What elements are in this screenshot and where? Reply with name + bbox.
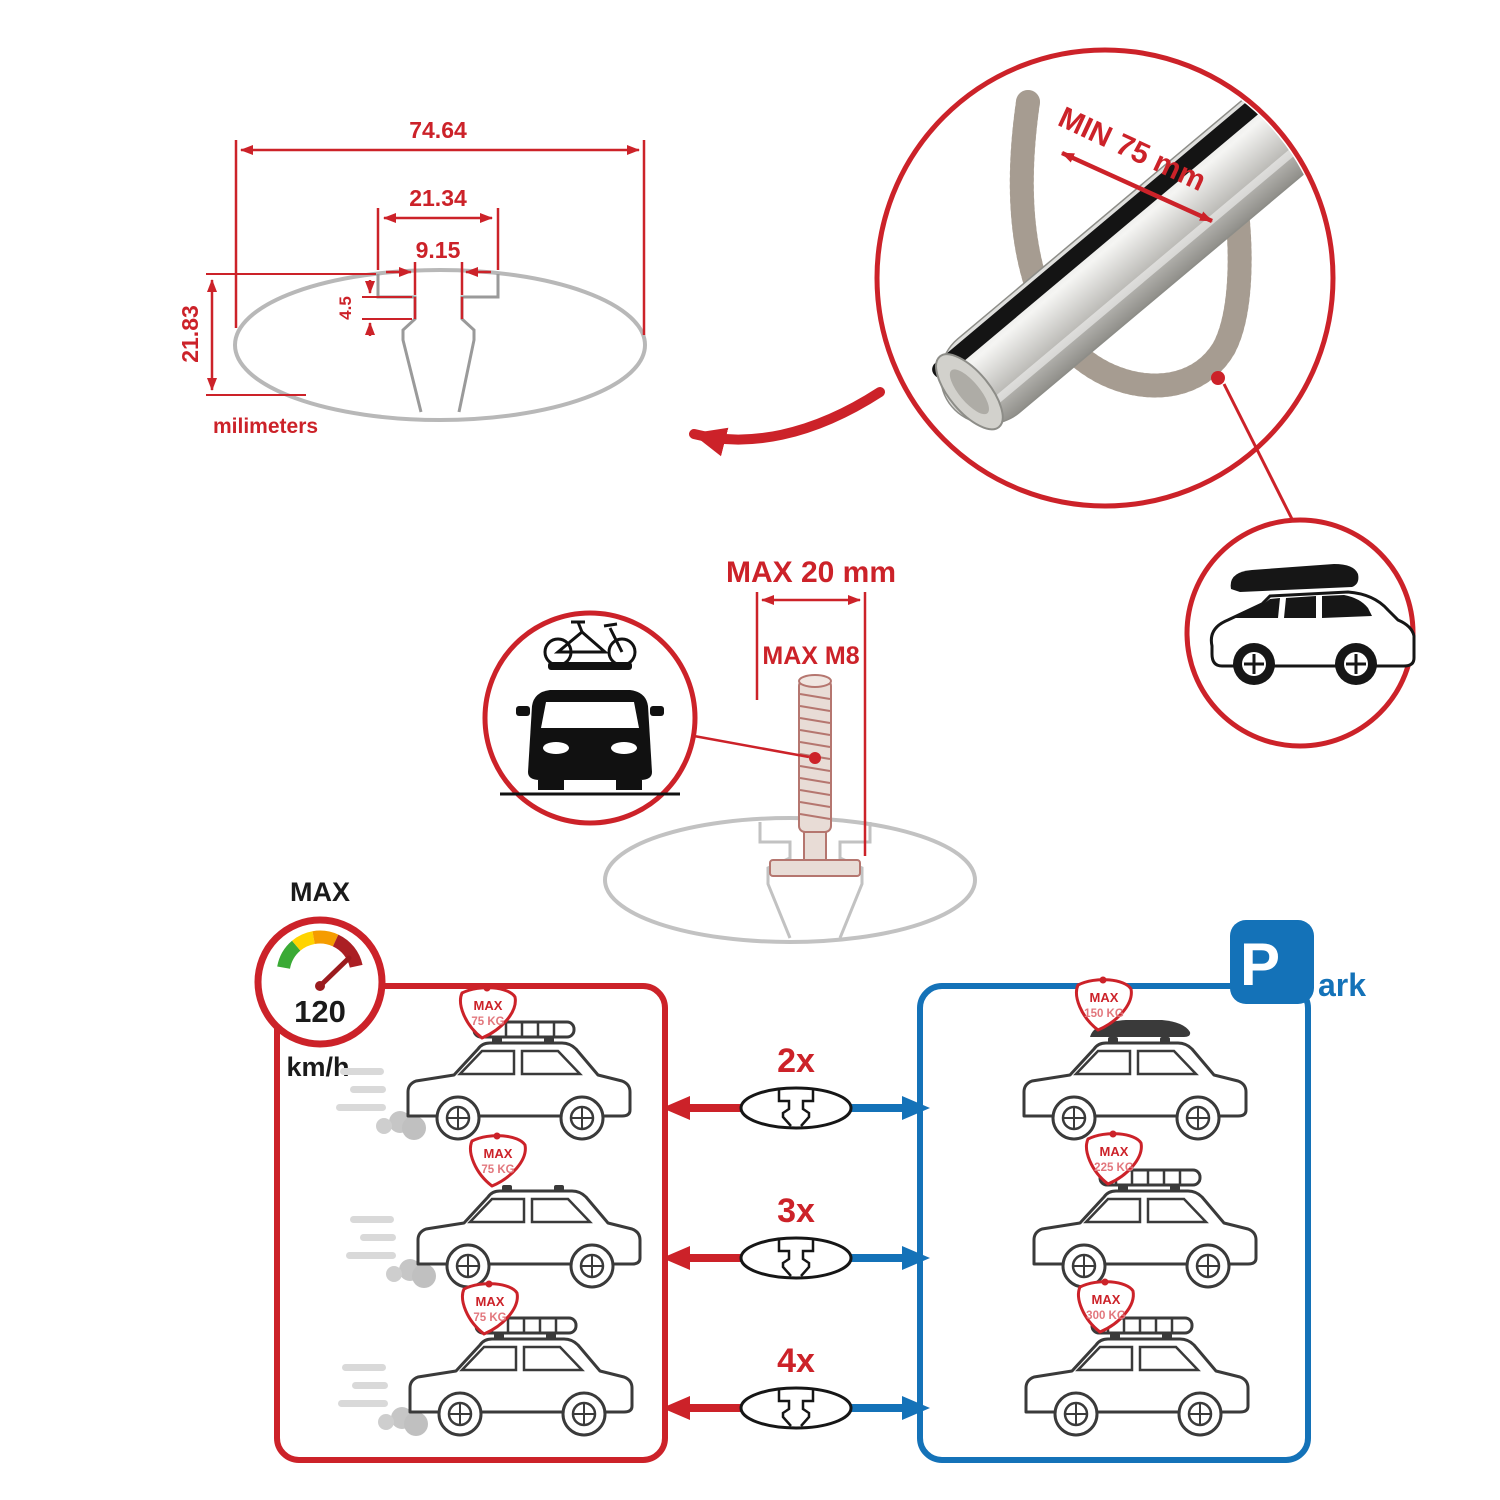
dim-total-height: 21.83 [177,305,203,363]
svg-text:MAX: MAX [484,1146,513,1161]
clamp-strap-texture [1009,90,1252,398]
speed-gauge: MAX 120 km/h [254,877,386,1082]
suv-roofbox-bubble [1184,517,1416,749]
quantity-row-3: 4x [662,1342,930,1430]
cross-section-drawing: 74.64 21.34 9.15 4.5 21.83 milimeters [177,117,647,438]
roofbox-icon [1230,564,1359,592]
pointer-arrow-icon [689,387,885,457]
quantity-row-1: 2x [662,1042,930,1130]
dim-channel-width: 21.34 [409,185,467,211]
gauge-value: 120 [294,994,346,1029]
svg-text:75 KG: 75 KG [471,1016,504,1028]
min-span-arrow-icon [1061,150,1213,224]
dim-total-width: 74.64 [409,117,467,143]
bolt-t-head [769,859,861,877]
weight-flag-driving-3: MAX 75 KG [461,1279,519,1336]
parking-sign: P ark [1230,920,1378,1004]
crossbar-render-bubble: MIN 75 mm [874,47,1336,509]
max-thread-label: MAX M8 [762,642,859,670]
crossbar-profile-icon [739,1236,853,1280]
parking-sign-suffix: ark [1318,967,1366,1003]
gauge-needle [317,955,352,989]
svg-text:150 KG: 150 KG [1084,1008,1124,1020]
gauge-units: km/h [286,1052,349,1082]
bolt-diagram: MAX 20 mm MAX M8 [603,556,977,944]
profile-slot-highlight [413,297,464,319]
quantity-label: 2x [777,1042,815,1080]
svg-text:MAX: MAX [1090,990,1119,1005]
weight-flag-parked-2: MAX 225 KG [1085,1129,1143,1186]
crossbar-profile-icon [739,1086,853,1130]
svg-text:75 KG: 75 KG [473,1312,506,1324]
quantity-label: 4x [777,1342,815,1380]
clamp-marker-dot [1211,371,1225,385]
dim-slot-width: 9.15 [416,237,461,263]
bolt-stem [803,829,827,863]
units-label: milimeters [213,415,318,438]
car-front-bubble [482,610,698,826]
bolt-threads [799,693,831,820]
svg-text:75 KG: 75 KG [481,1164,514,1176]
weight-flag-parked-1: MAX 150 KG [1075,975,1133,1032]
parking-sign-letter: P [1240,931,1280,998]
svg-text:MAX: MAX [476,1294,505,1309]
svg-text:MAX: MAX [474,998,503,1013]
bolt-marker-dot [809,752,821,764]
bolt-leader-line [693,734,810,759]
weight-flag-parked-3: MAX 300 KG [1077,1277,1135,1334]
svg-text:225 KG: 225 KG [1094,1162,1134,1174]
profile-ellipse [233,268,647,422]
quantity-label: 3x [777,1192,815,1230]
ghost-profile-ellipse [603,816,977,944]
svg-text:MAX: MAX [1100,1144,1129,1159]
bubble-connector-line [1222,383,1298,528]
weight-flag-driving-1: MAX 75 KG [459,983,517,1040]
quantity-row-2: 3x [662,1192,930,1280]
parking-sign-square [1230,920,1314,1004]
crossbar-profile-icon [739,1386,853,1430]
gauge-title: MAX [290,877,350,907]
svg-text:300 KG: 300 KG [1086,1310,1126,1322]
dim-slot-depth: 4.5 [336,296,355,320]
svg-text:MAX: MAX [1092,1292,1121,1307]
profile-right-wall [457,274,500,413]
weight-flag-driving-2: MAX 75 KG [469,1131,527,1188]
max-width-label: MAX 20 mm [726,556,896,589]
